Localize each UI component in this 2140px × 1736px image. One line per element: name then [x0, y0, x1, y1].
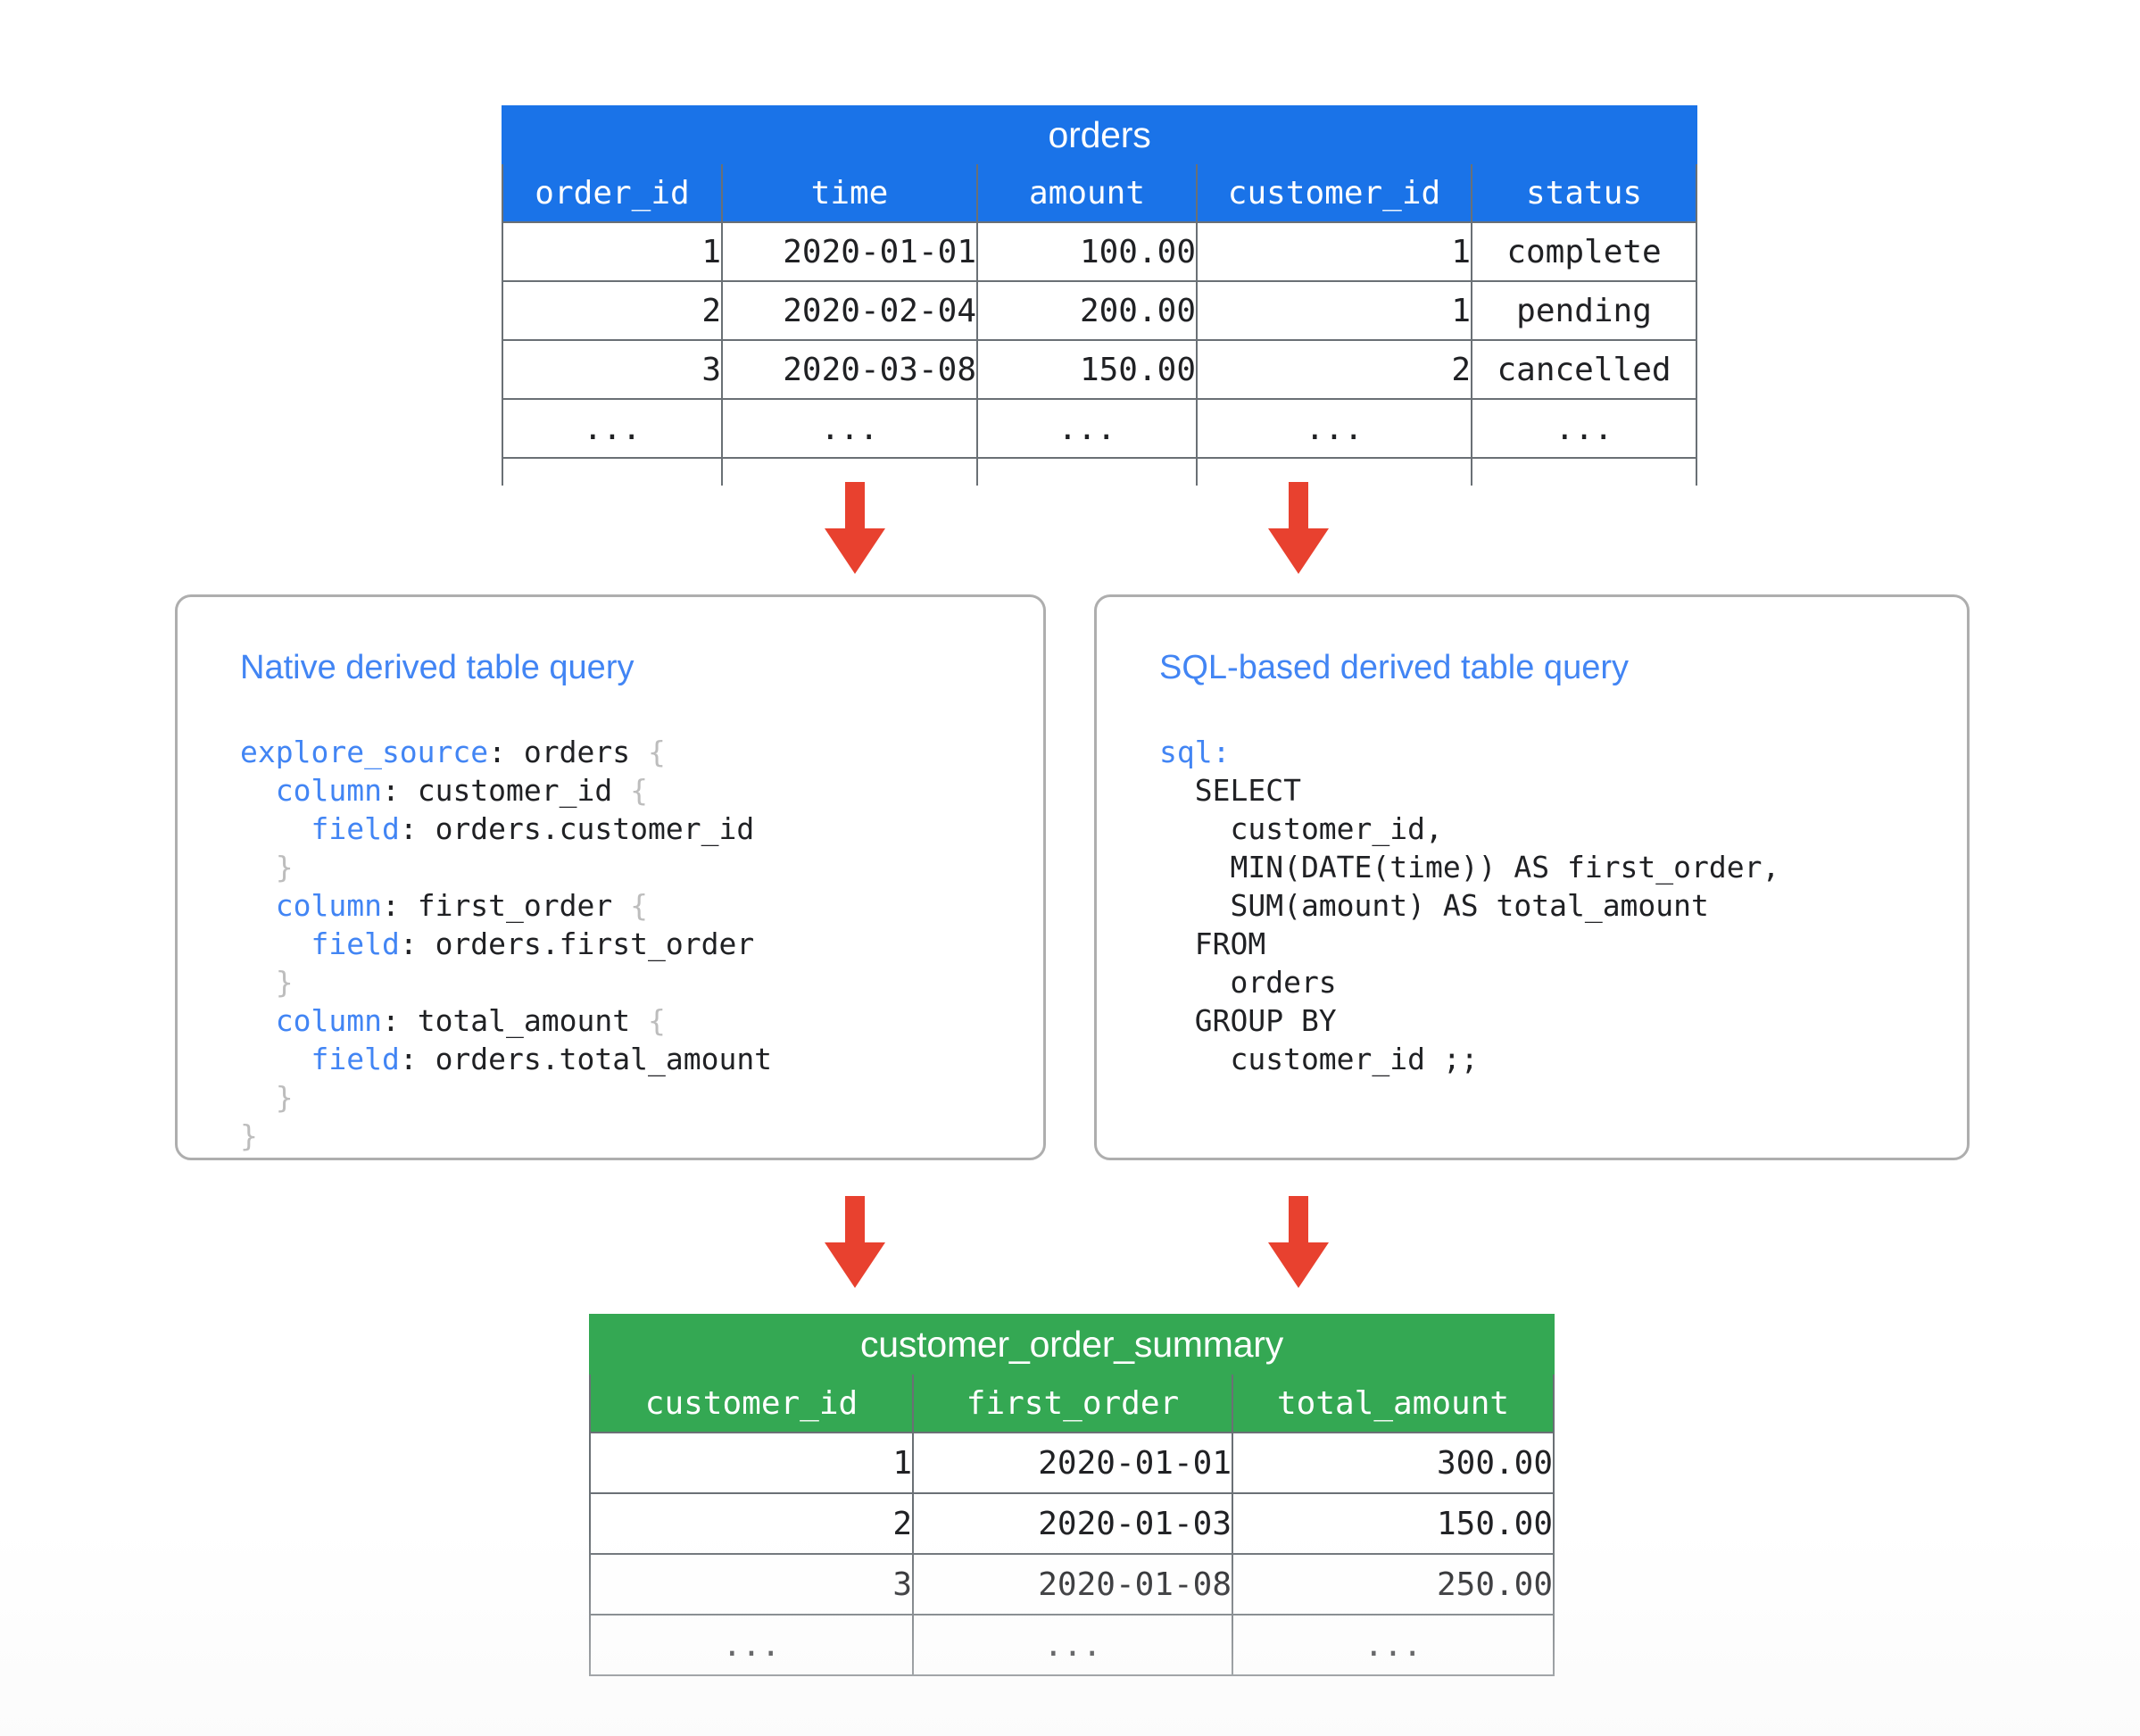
cell-amount: 200.00	[976, 280, 1198, 341]
orders-column-customer-id: customer_id	[1196, 162, 1472, 223]
table-row: 2 2020-02-04 200.00 1 pending	[502, 280, 1698, 341]
cell-ellipsis: ...	[976, 398, 1198, 459]
cell-time: 2020-01-01	[721, 221, 978, 282]
native-code-block: explore_source: orders { column: custome…	[240, 735, 773, 1153]
table-row: 1 2020-01-01 100.00 1 complete	[502, 221, 1698, 282]
cell-total-amount: 300.00	[1231, 1432, 1555, 1494]
cell-order-id: 3	[502, 339, 723, 400]
cell-ellipsis: ...	[1196, 398, 1472, 459]
customer-order-summary-table: customer_order_summary customer_id first…	[588, 1314, 1555, 1676]
orders-table-title: orders	[501, 105, 1698, 164]
cell-customer-id: 1	[1196, 280, 1472, 341]
cell-status: pending	[1470, 280, 1698, 341]
table-row: 2 2020-01-03 150.00	[589, 1492, 1555, 1555]
table-row: 1 2020-01-01 300.00	[589, 1432, 1555, 1494]
cell-amount: 150.00	[976, 339, 1198, 400]
table-row-clipped	[502, 457, 1698, 486]
table-row: 3 2020-01-08 250.00	[589, 1553, 1555, 1616]
summary-column-total-amount: total_amount	[1231, 1373, 1555, 1433]
cell-ellipsis: ...	[721, 398, 978, 459]
cell-ellipsis: ...	[1470, 398, 1698, 459]
cell-order-id: 2	[502, 280, 723, 341]
arrow-orders-to-sql-icon	[1266, 482, 1331, 575]
orders-table-title-row: orders	[501, 105, 1698, 164]
cell-order-id: 1	[502, 221, 723, 282]
native-derived-table-card: Native derived table query explore_sourc…	[175, 594, 1046, 1160]
arrow-orders-to-native-icon	[823, 482, 887, 575]
cell-customer-id: 2	[1196, 339, 1472, 400]
orders-table-header-row: order_id time amount customer_id status	[502, 162, 1698, 223]
cell-clipped	[976, 457, 1198, 486]
cell-first-order: 2020-01-03	[912, 1492, 1233, 1555]
cell-ellipsis: ...	[912, 1614, 1233, 1676]
cell-ellipsis: ...	[589, 1614, 914, 1676]
cell-amount: 100.00	[976, 221, 1198, 282]
arrow-native-to-summary-icon	[823, 1196, 887, 1289]
orders-column-amount: amount	[976, 162, 1198, 223]
table-row-ellipsis: ... ... ... ... ...	[502, 398, 1698, 459]
cell-ellipsis: ...	[1231, 1614, 1555, 1676]
summary-table-title-row: customer_order_summary	[588, 1314, 1555, 1375]
cell-first-order: 2020-01-08	[912, 1553, 1233, 1616]
cell-customer-id: 2	[589, 1492, 914, 1555]
cell-clipped	[1196, 457, 1472, 486]
summary-table-header-row: customer_id first_order total_amount	[589, 1373, 1555, 1433]
summary-column-first-order: first_order	[912, 1373, 1233, 1433]
cell-time: 2020-02-04	[721, 280, 978, 341]
sql-code-block: sql: SELECT customer_id, MIN(DATE(time))…	[1159, 735, 1780, 1076]
cell-customer-id: 1	[1196, 221, 1472, 282]
orders-column-time: time	[721, 162, 978, 223]
orders-column-order-id: order_id	[502, 162, 723, 223]
sql-derived-table-card: SQL-based derived table query sql: SELEC…	[1094, 594, 1970, 1160]
orders-column-status: status	[1470, 162, 1698, 223]
native-card-title: Native derived table query	[240, 649, 635, 686]
table-row-ellipsis: ... ... ...	[589, 1614, 1555, 1676]
summary-column-customer-id: customer_id	[589, 1373, 914, 1433]
sql-card-title: SQL-based derived table query	[1159, 649, 1629, 686]
orders-table: orders order_id time amount customer_id …	[501, 105, 1698, 486]
cell-customer-id: 3	[589, 1553, 914, 1616]
arrow-sql-to-summary-icon	[1266, 1196, 1331, 1289]
summary-table-title: customer_order_summary	[588, 1314, 1555, 1375]
table-row: 3 2020-03-08 150.00 2 cancelled	[502, 339, 1698, 400]
cell-total-amount: 150.00	[1231, 1492, 1555, 1555]
cell-ellipsis: ...	[502, 398, 723, 459]
cell-status: cancelled	[1470, 339, 1698, 400]
cell-time: 2020-03-08	[721, 339, 978, 400]
cell-total-amount: 250.00	[1231, 1553, 1555, 1616]
cell-clipped	[502, 457, 723, 486]
cell-customer-id: 1	[589, 1432, 914, 1494]
cell-status: complete	[1470, 221, 1698, 282]
cell-clipped	[1470, 457, 1698, 486]
cell-first-order: 2020-01-01	[912, 1432, 1233, 1494]
